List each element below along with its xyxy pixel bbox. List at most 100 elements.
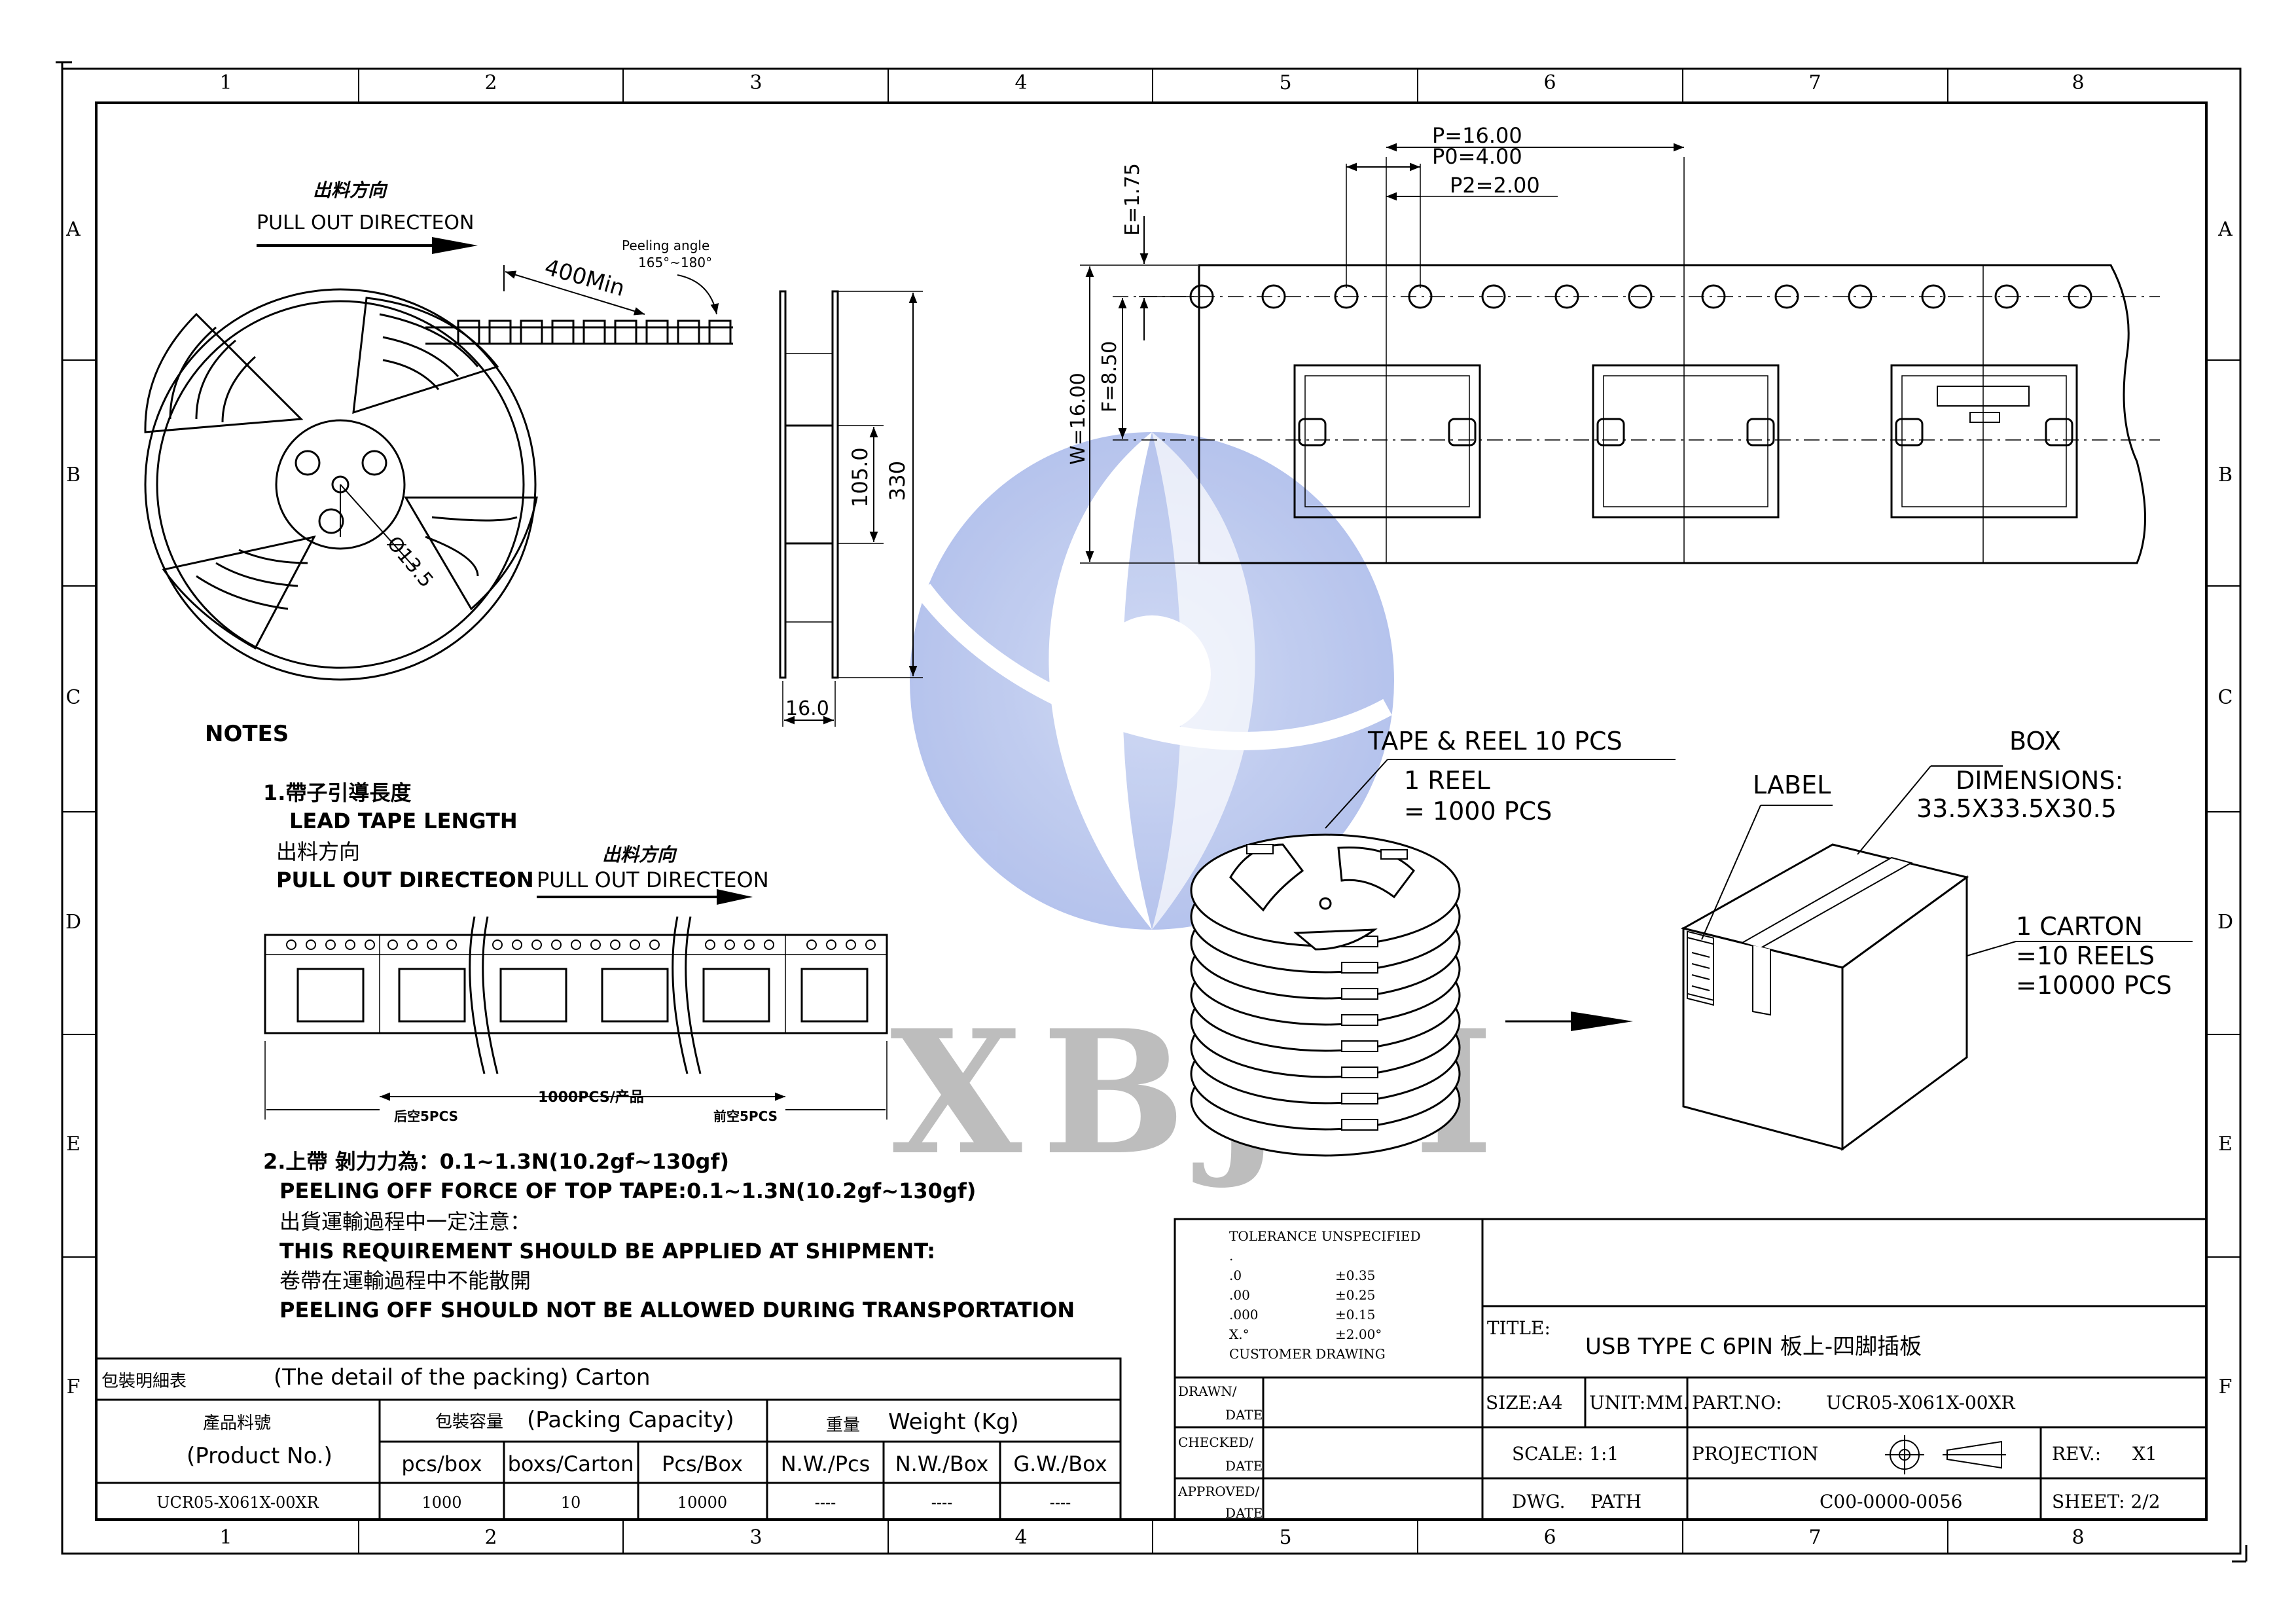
box-dim-value: 33.5X33.5X30.5 [1916, 794, 2117, 823]
reel-count-line2: = 1000 PCS [1404, 797, 1552, 826]
row-label: F [2219, 1376, 2233, 1398]
carton-line3: =10000 PCS [2016, 971, 2172, 1000]
title-value: USB TYPE C 6PIN 板上-四脚插板 [1585, 1334, 1922, 1360]
packing-table [95, 1357, 1122, 1521]
carrier-tape-view [1080, 143, 2160, 564]
leader-tape [425, 265, 733, 345]
row-label: D [2217, 911, 2233, 934]
pitch-p-label: P=16.00 [1432, 123, 1522, 148]
header-cell: N.W./Box [895, 1451, 989, 1476]
reel-count-line1: 1 REEL [1404, 766, 1490, 795]
row-label: F [67, 1376, 81, 1398]
row-label: B [66, 464, 81, 486]
row-label: A [2217, 218, 2233, 241]
tolerance-value: ±0.35 [1335, 1267, 1375, 1283]
tolerance-key: X.° [1229, 1326, 1249, 1342]
row-label: C [66, 686, 81, 709]
path-label: PATH [1590, 1491, 1641, 1512]
reel-direction-en: PULL OUT DIRECTEON [257, 211, 474, 234]
tape-reel-label: TAPE & REEL 10 PCS [1367, 727, 1623, 756]
dwg-label: DWG. [1512, 1491, 1566, 1512]
note4-en: PEELING OFF SHOULD NOT BE ALLOWED DURING… [279, 1298, 1075, 1322]
reel-direction-cn: 出料方向 [313, 179, 388, 201]
tolerance-key: .00 [1229, 1287, 1250, 1303]
table-cell: 10000 [677, 1493, 727, 1512]
title-block [1174, 1218, 2208, 1521]
carton-line1: 1 CARTON [2016, 912, 2143, 941]
lead-tape-strip [264, 916, 888, 1120]
box-heading: BOX [2009, 727, 2061, 756]
approved-date-label: DATE [1225, 1505, 1263, 1521]
tolerance-title: TOLERANCE UNSPECIFIED [1229, 1228, 1421, 1244]
size-label: SIZE:A4 [1486, 1392, 1563, 1413]
drawn-date-label: DATE [1225, 1407, 1263, 1423]
pull-arrow-icon [257, 237, 478, 254]
empty-before-label: 前空5PCS [713, 1108, 778, 1124]
part-no-label: PART.NO: [1692, 1392, 1782, 1413]
note2-en: PEELING OFF FORCE OF TOP TAPE:0.1~1.3N(1… [279, 1178, 976, 1203]
frame-grid-ticks [62, 69, 2240, 1554]
col-label: 2 [484, 1526, 497, 1549]
table-cell: ---- [931, 1493, 952, 1512]
rev-value: X1 [2132, 1443, 2157, 1465]
notes-heading: NOTES [205, 721, 289, 747]
col-label: 6 [1543, 1526, 1556, 1549]
label-callout: LABEL [1753, 771, 1831, 799]
table-cell: ---- [815, 1493, 836, 1512]
tolerance-value: ±0.25 [1335, 1287, 1375, 1303]
header-cell: Pcs/Box [662, 1451, 743, 1476]
projection-symbol-icon [1885, 1435, 2006, 1474]
note3-cn: 出貨運輸過程中一定注意： [279, 1209, 531, 1234]
dim-w-label: W=16.00 [1067, 373, 1090, 465]
row-label: A [65, 218, 81, 241]
header-cell: pcs/box [401, 1451, 482, 1476]
carton-line2: =10 REELS [2016, 941, 2155, 970]
dim-e-label: E=1.75 [1121, 163, 1144, 236]
leader-length-label: 400Min [542, 254, 628, 302]
projection-label: PROJECTION [1692, 1443, 1818, 1465]
dim-f-label: F=8.50 [1098, 341, 1121, 412]
col-label: 4 [1014, 71, 1027, 94]
col-label: 7 [1808, 71, 1821, 94]
part-no-value: UCR05-X061X-00XR [1826, 1392, 2016, 1413]
table-cell: 10 [561, 1493, 581, 1512]
carton-label [1687, 765, 2193, 1006]
side-hub-dim: 105.0 [848, 447, 872, 507]
col-label: 2 [484, 71, 497, 94]
col-label: 3 [749, 1526, 762, 1549]
col-label: 7 [1808, 1526, 1821, 1549]
table-cell: ---- [1050, 1493, 1071, 1512]
weight-en: Weight (Kg) [888, 1409, 1019, 1435]
side-width-dim: 16.0 [785, 697, 829, 720]
reel-stack [1190, 833, 1461, 1157]
col-label: 1 [219, 1526, 232, 1549]
customer-drawing: CUSTOMER DRAWING [1229, 1346, 1386, 1362]
note4-cn: 卷帶在運輸過程中不能散開 [279, 1268, 531, 1293]
dwg-value: C00-0000-0056 [1820, 1491, 1963, 1512]
tolerance-value: ±2.00° [1335, 1326, 1382, 1342]
note1-dir2-cn: 出料方向 [602, 844, 677, 866]
peeling-angle-value: 165°~180° [638, 255, 712, 270]
lead-tape-holes [286, 939, 876, 950]
row-label: C [2218, 686, 2233, 709]
header-cell: G.W./Box [1013, 1451, 1107, 1476]
packing-caption-cn: 包裝明細表 [101, 1372, 187, 1391]
pull-arrow-icon [537, 889, 753, 905]
reel-front-view [144, 288, 538, 681]
capacity-en: (Packing Capacity) [527, 1407, 734, 1433]
row-label: B [2218, 464, 2233, 486]
header-cell: N.W./Pcs [781, 1451, 870, 1476]
products-label: 1000PCS/产品 [538, 1089, 644, 1106]
scale-label: SCALE: 1:1 [1512, 1443, 1619, 1465]
reel-side-view [779, 290, 923, 727]
unit-label: UNIT:MM. [1589, 1392, 1689, 1413]
title-label: TITLE: [1487, 1317, 1551, 1339]
product-no-cn: 產品料號 [203, 1413, 271, 1433]
col-label: 5 [1279, 1526, 1291, 1549]
note1-cn: 1.帶子引導長度 [263, 780, 411, 805]
tape-reel-leader [1325, 759, 1676, 829]
empty-after-label: 后空5PCS [394, 1108, 458, 1124]
note2-cn: 2.上帶 剝力力為：0.1~1.3N(10.2gf~130gf) [263, 1149, 729, 1174]
note1-en: LEAD TAPE LENGTH [289, 809, 518, 833]
row-label: D [65, 911, 81, 934]
